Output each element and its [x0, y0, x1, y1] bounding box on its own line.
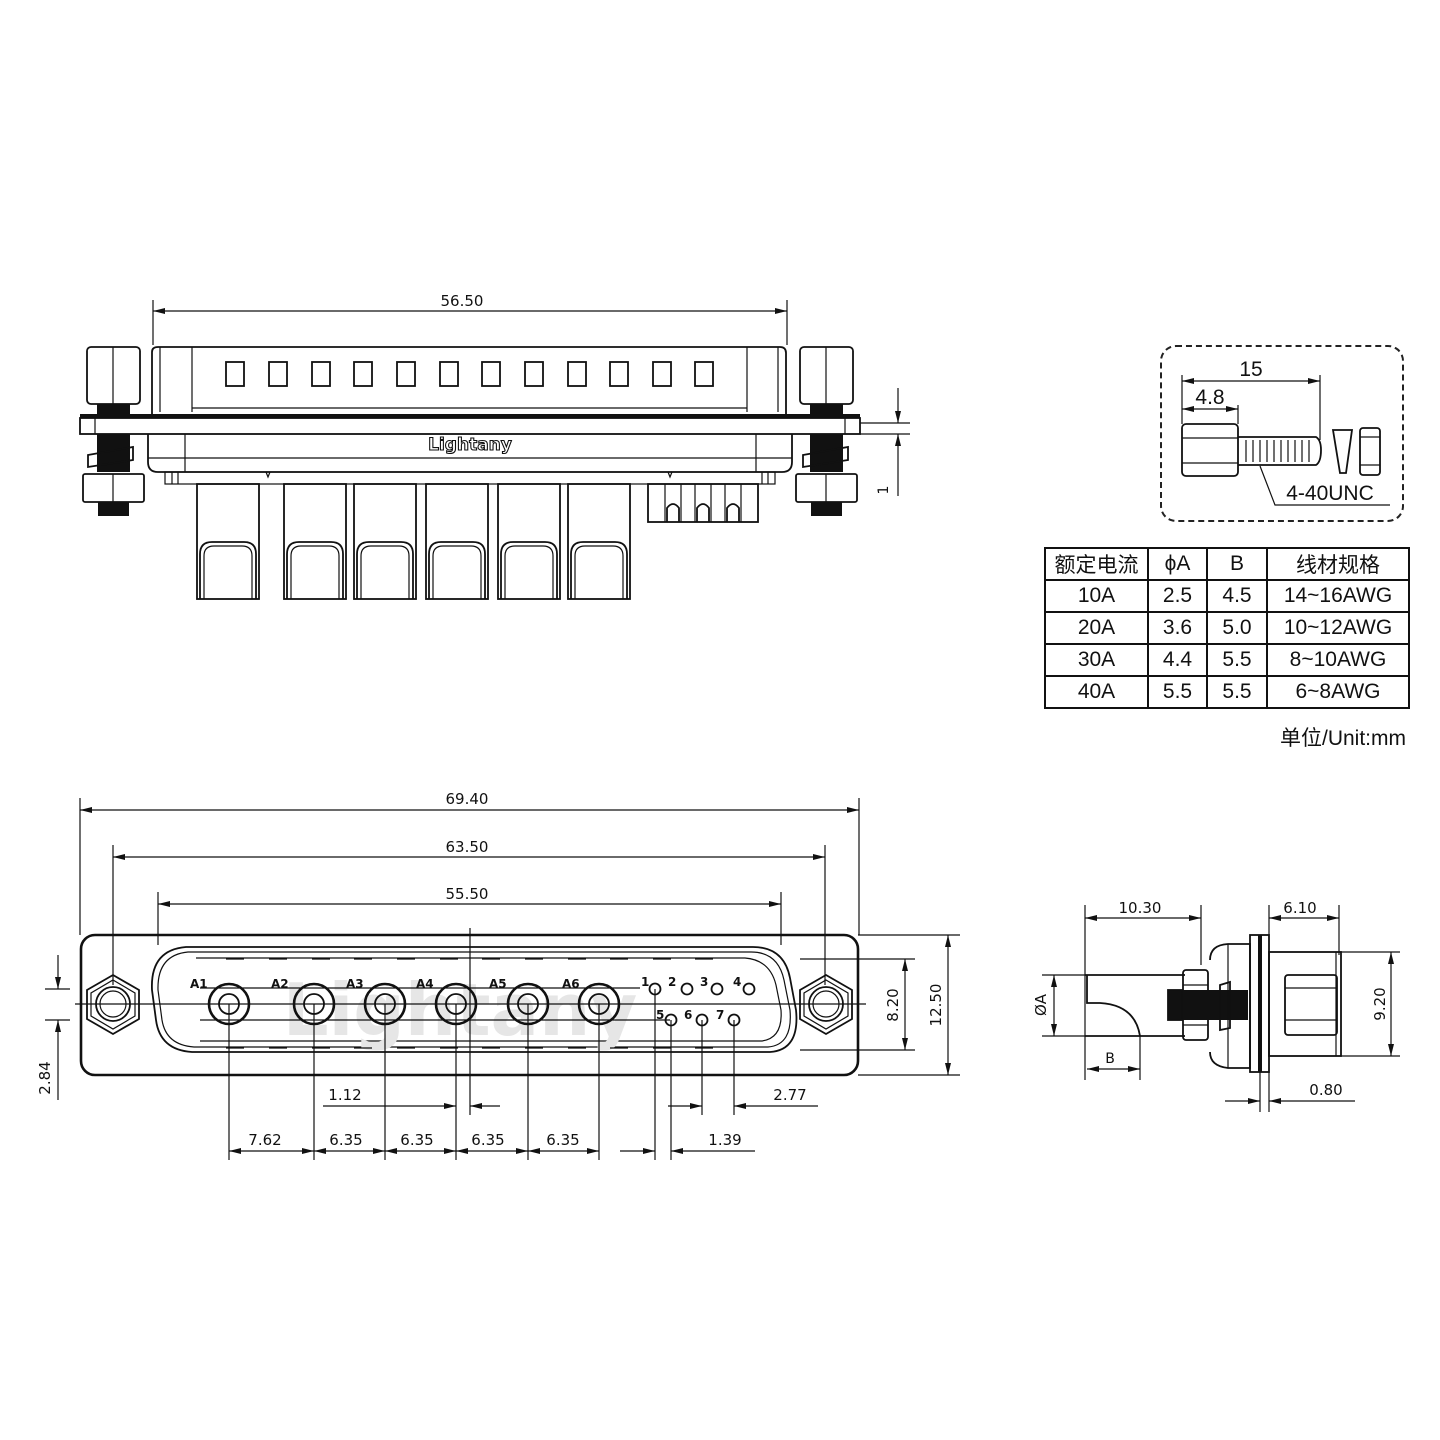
- table-row: 20A 3.6 5.0 10~12AWG: [1044, 611, 1410, 645]
- pin-label-a6: A6: [562, 977, 580, 991]
- cell-diameter: 2.5: [1147, 579, 1208, 613]
- profile-view: 10.30 6.10 ØA B: [1032, 899, 1400, 1112]
- header-rated-current: 额定电流: [1044, 547, 1149, 581]
- power-contacts-side: [196, 483, 631, 600]
- pin-label-a2: A2: [271, 977, 289, 991]
- thread-spec: 4-40UNC: [1286, 482, 1374, 505]
- header-diameter-a: ϕA: [1147, 547, 1208, 581]
- pin-label-2: 2: [668, 975, 676, 989]
- cell-current: 40A: [1044, 675, 1149, 709]
- dim-pitch-3: 6.35: [400, 1131, 433, 1149]
- pin-label-3: 3: [700, 975, 708, 989]
- signal-contacts-side: [647, 483, 759, 523]
- dim-shell-width: 55.50: [446, 885, 489, 903]
- dim-center-offset: 1.12: [328, 1086, 361, 1104]
- header-wire-gauge: 线材规格: [1266, 547, 1410, 581]
- table-row: 30A 4.4 5.5 8~10AWG: [1044, 643, 1410, 677]
- pin-label-4: 4: [733, 975, 741, 989]
- cell-awg: 6~8AWG: [1266, 675, 1410, 709]
- mount-hole-left: [86, 973, 140, 1036]
- dim-overall-shell: 56.50: [441, 292, 484, 310]
- cell-awg: 8~10AWG: [1266, 643, 1410, 677]
- cell-b: 4.5: [1206, 579, 1268, 613]
- dim-pitch-2: 6.35: [329, 1131, 362, 1149]
- spec-table: 额定电流 ϕA B 线材规格 10A 2.5 4.5 14~16AWG 20A …: [1044, 547, 1410, 709]
- dim-panel-thickness: 1: [876, 486, 892, 495]
- cell-b: 5.5: [1206, 675, 1268, 709]
- mount-hole-right: [799, 973, 853, 1036]
- cell-current: 30A: [1044, 643, 1149, 677]
- dim-pitch-1: 7.62: [248, 1131, 281, 1149]
- header-b: B: [1206, 547, 1268, 581]
- dim-panel: 0.80: [1309, 1081, 1342, 1099]
- label-b: B: [1105, 1051, 1115, 1067]
- dim-mount-pitch: 63.50: [446, 838, 489, 856]
- screw-inset-frame: [1160, 345, 1404, 522]
- dim-height: 9.20: [1371, 987, 1389, 1020]
- dim-pitch-5: 6.35: [546, 1131, 579, 1149]
- pin-label-5: 5: [656, 1008, 664, 1022]
- dim-screw-head: 4.8: [1195, 386, 1224, 409]
- watermark: Lightany: [283, 968, 638, 1052]
- jackscrew-left: [82, 346, 145, 516]
- cell-current: 20A: [1044, 611, 1149, 645]
- table-row: 40A 5.5 5.5 6~8AWG: [1044, 675, 1410, 709]
- dim-signal-pitch: 2.77: [773, 1086, 806, 1104]
- table-header-row: 额定电流 ϕA B 线材规格: [1044, 547, 1410, 581]
- cell-b: 5.0: [1206, 611, 1268, 645]
- contact-slots: [225, 361, 714, 387]
- cell-awg: 14~16AWG: [1266, 579, 1410, 613]
- label-diameter-a: ØA: [1032, 993, 1050, 1016]
- dim-contact-length: 10.30: [1119, 899, 1162, 917]
- cell-current: 10A: [1044, 579, 1149, 613]
- pin-label-a1: A1: [190, 977, 208, 991]
- cell-diameter: 5.5: [1147, 675, 1208, 709]
- dim-row-offset: 2.84: [36, 1061, 54, 1094]
- pin-label-a5: A5: [489, 977, 507, 991]
- cell-awg: 10~12AWG: [1266, 611, 1410, 645]
- dim-pitch-4: 6.35: [471, 1131, 504, 1149]
- dim-shell-depth: 6.10: [1283, 899, 1316, 917]
- dim-flange-width: 69.40: [446, 790, 489, 808]
- cell-diameter: 3.6: [1147, 611, 1208, 645]
- dim-flange-height: 12.50: [927, 984, 945, 1027]
- dim-screw-length: 15: [1239, 358, 1262, 381]
- table-row: 10A 2.5 4.5 14~16AWG: [1044, 579, 1410, 613]
- dim-signal-offset: 1.39: [708, 1131, 741, 1149]
- front-face-view: 69.40 63.50 55.50 Lightany: [36, 790, 960, 1160]
- pin-label-6: 6: [684, 1008, 692, 1022]
- side-elevation-view: 56.50: [79, 292, 910, 600]
- cell-diameter: 4.4: [1147, 643, 1208, 677]
- pin-label-a4: A4: [416, 977, 434, 991]
- dim-shell-height: 8.20: [884, 988, 902, 1021]
- pin-label-7: 7: [716, 1008, 724, 1022]
- cell-b: 5.5: [1206, 643, 1268, 677]
- brand-logo: Lightany: [428, 435, 512, 455]
- pin-label-a3: A3: [346, 977, 364, 991]
- jackscrew-right: [795, 346, 858, 516]
- pin-label-1: 1: [641, 975, 649, 989]
- unit-note: 单位/Unit:mm: [1280, 727, 1406, 750]
- screw-inset: 15 4.8 4-40UNC: [1181, 358, 1390, 506]
